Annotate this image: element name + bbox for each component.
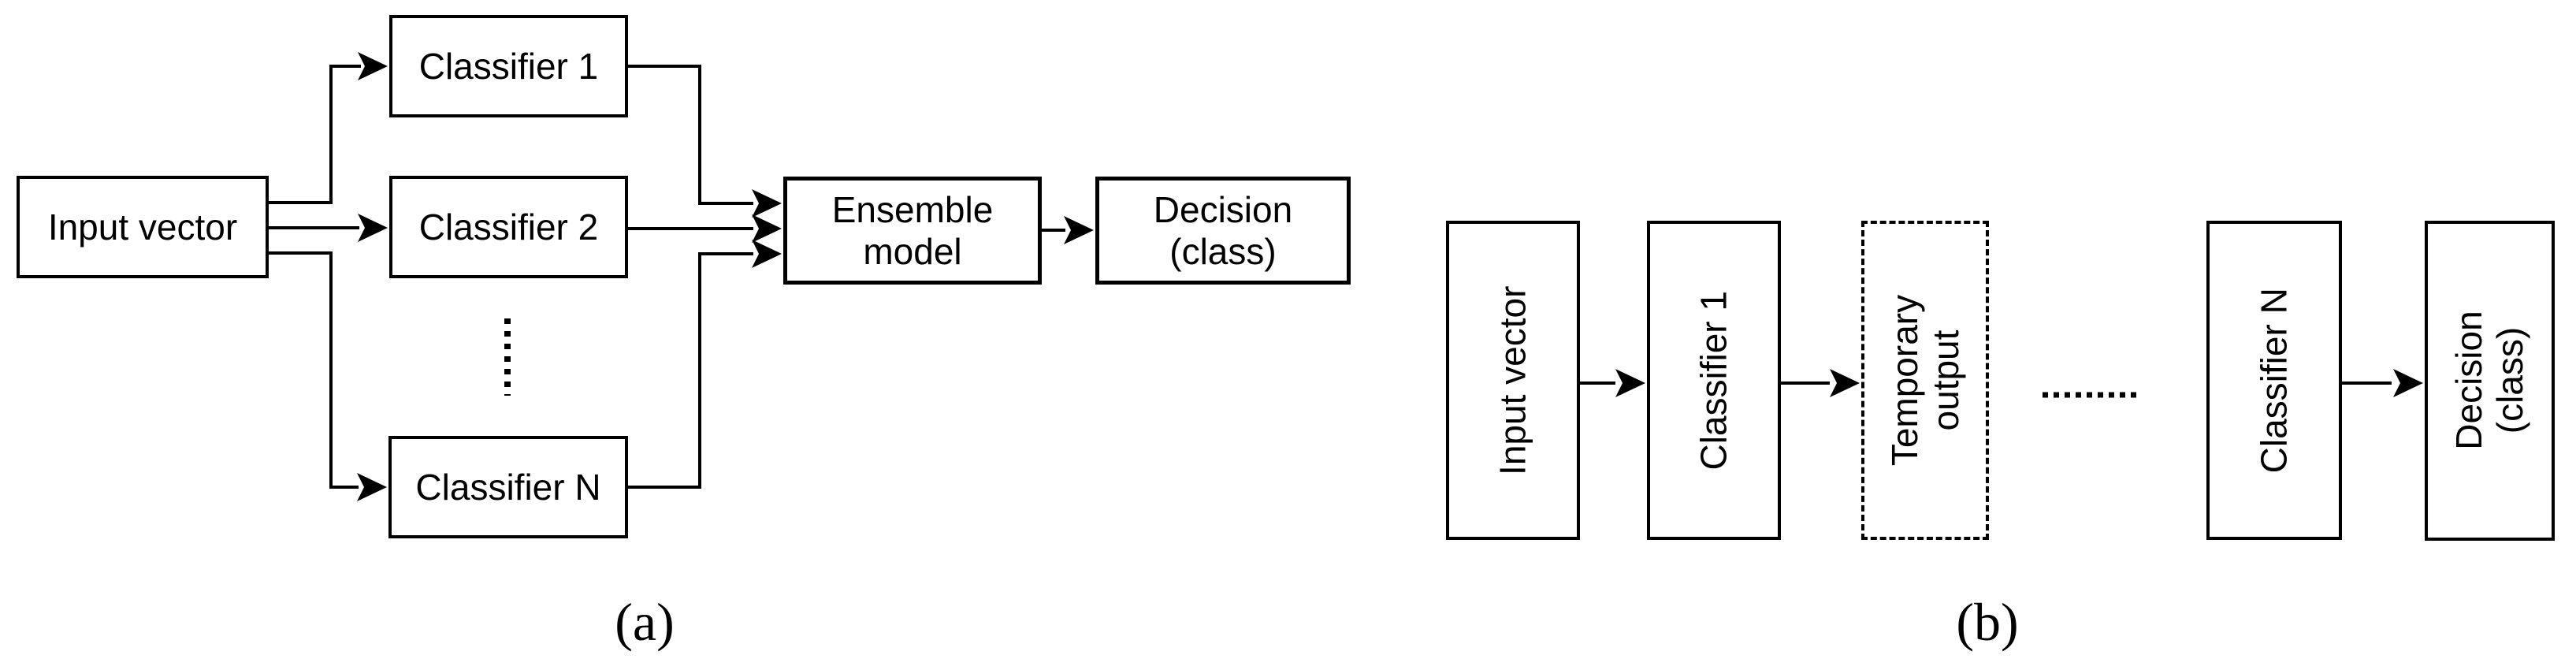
box-classifier-n-a: Classifier N: [388, 436, 628, 538]
arrowhead-classifier1B-to-temporary: [1830, 369, 1860, 397]
connector-classifier1-to-ensemble: [628, 65, 753, 205]
box-classifier-n-a-label: Classifier N: [415, 466, 601, 508]
arrowhead-ensemble-to-decision: [1064, 216, 1094, 244]
box-decision-b: Decision (class): [2425, 221, 2555, 541]
connector-classifierN-to-ensemble: [628, 252, 753, 489]
box-ensemble-model: Ensemble model: [783, 177, 1042, 285]
arrowhead-classifier2-to-ensemble: [752, 214, 782, 243]
box-ensemble-model-label: Ensemble model: [832, 189, 994, 273]
box-decision-a: Decision (class): [1095, 177, 1351, 285]
box-classifier-2-a: Classifier 2: [389, 176, 628, 278]
decision-b-line2: (class): [2489, 327, 2530, 434]
panel-b-connectors: [1580, 369, 2423, 398]
box-input-vector-b: Input vector: [1446, 221, 1580, 540]
box-input-vector-b-label: Input vector: [1492, 285, 1533, 475]
arrowhead-input-to-classifier1: [358, 52, 388, 80]
box-classifier-1-b-label: Classifier 1: [1693, 290, 1734, 471]
arrowhead-classifierNB-to-decisionB: [2393, 369, 2423, 397]
arrowhead-inputB-to-classifier1B: [1615, 369, 1645, 397]
box-input-vector-a-label: Input vector: [47, 206, 238, 248]
box-classifier-2-a-label: Classifier 2: [418, 206, 599, 248]
ensemble-model-line1: Ensemble: [831, 188, 994, 230]
box-input-vector-a: Input vector: [17, 176, 269, 278]
box-classifier-n-b-label: Classifier N: [2253, 287, 2295, 474]
arrowhead-input-to-classifierN: [357, 473, 387, 501]
box-decision-a-label: Decision (class): [1154, 189, 1292, 273]
panel-a-connectors: [269, 52, 1094, 501]
box-temporary-output-label: Temporary output: [1883, 221, 1965, 540]
arrowhead-classifierN-to-ensemble: [752, 240, 782, 268]
box-classifier-1-b: Classifier 1: [1647, 221, 1781, 540]
box-decision-b-label: Decision (class): [2448, 221, 2530, 541]
temporary-output-line2: output: [1924, 329, 1965, 431]
decision-a-line2: (class): [1169, 230, 1277, 272]
decision-b-line1: Decision: [2448, 311, 2489, 451]
box-classifier-n-b: Classifier N: [2206, 221, 2342, 540]
temporary-output-line1: Temporary: [1883, 294, 1925, 467]
box-classifier-1-a: Classifier 1: [389, 15, 628, 117]
box-classifier-1-a-label: Classifier 1: [418, 45, 599, 87]
decision-a-line1: Decision: [1153, 188, 1293, 230]
ensemble-model-line2: model: [863, 230, 962, 272]
panel-a-caption: (a): [615, 592, 675, 652]
panel-b-caption: (b): [1956, 592, 2019, 652]
arrowhead-input-to-classifier2: [358, 214, 388, 242]
arrowhead-classifier1-to-ensemble: [752, 189, 782, 218]
connector-input-to-classifier1: [269, 65, 361, 204]
connector-input-to-classifierN: [269, 251, 359, 489]
box-temporary-output: Temporary output: [1861, 221, 1989, 540]
